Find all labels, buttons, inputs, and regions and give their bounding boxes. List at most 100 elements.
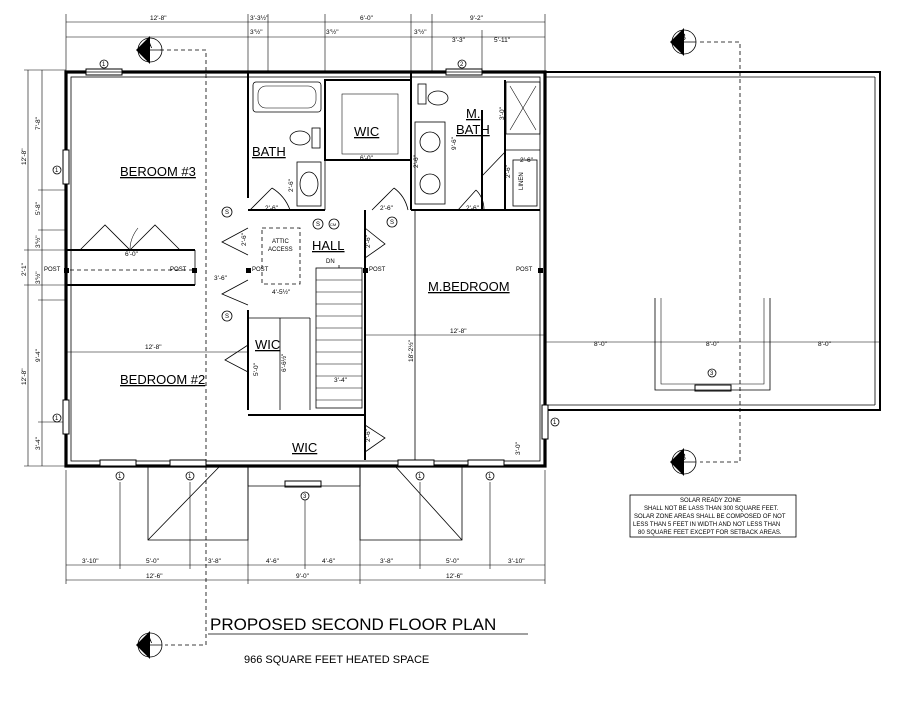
title-block: PROPOSED SECOND FLOOR PLAN 966 SQUARE FE… <box>208 615 528 666</box>
stair-down-label: DN <box>326 259 335 265</box>
door-swings <box>79 151 506 453</box>
room-m-bath-2: BATH <box>456 122 490 137</box>
interior-dimensions: 6'-0" 12'-8" 2'-6" 2'-6" 2'-6" 2'-6" 2'-… <box>125 106 880 455</box>
window-tag: 1 <box>488 474 492 480</box>
dim-left-d: 3'½" <box>34 235 42 248</box>
drawing-subtitle: 966 SQUARE FEET HEATED SPACE <box>244 654 429 666</box>
windows <box>62 68 732 488</box>
dim: 2'-6" <box>241 232 248 246</box>
dim-top-d: 3'½" <box>326 28 339 36</box>
dim: 12'-6" <box>146 573 163 580</box>
dim: 8'-0" <box>594 341 608 348</box>
dim: 2'-6" <box>413 154 420 168</box>
dim: 12'-6" <box>446 573 463 580</box>
dim: 12'-8" <box>145 344 162 351</box>
window-tag: 1 <box>118 474 122 480</box>
room-wic-top: WIC <box>354 124 379 139</box>
window-tag: 2 <box>460 62 464 68</box>
dim: 12'-8" <box>450 328 467 335</box>
room-hall: HALL <box>312 238 345 253</box>
post-label: POST <box>516 267 533 273</box>
dim: 2'-6" <box>505 164 512 178</box>
window-tag: 1 <box>418 474 422 480</box>
section-marker-b-top: B <box>670 28 697 56</box>
window-tag: 1 <box>553 420 557 426</box>
drawing-title: PROPOSED SECOND FLOOR PLAN <box>210 615 496 634</box>
smoke-detector-icon: S <box>316 222 320 228</box>
window-tag: 3 <box>710 371 714 377</box>
smoke-detector-icon: S <box>225 210 229 216</box>
dim-left-f: 3'½" <box>34 271 42 284</box>
window-tag: 3 <box>303 494 307 500</box>
dim-left-a: 7'-8" <box>35 116 42 130</box>
smoke-detector-icon: S <box>225 314 229 320</box>
stair-treads <box>316 279 362 401</box>
room-m-bath-1: M. <box>466 106 480 121</box>
solar-ready-note: SOLAR READY ZONE SHALL NOT BE LASS THAN … <box>629 494 797 538</box>
post-label: POST <box>44 267 61 273</box>
post-label: POST <box>170 267 187 273</box>
dim-left-e: 2'-1" <box>21 262 28 276</box>
dim: 3'-0" <box>499 106 506 120</box>
dim: 4'-6" <box>266 558 280 565</box>
solar-note-line: LESS THAN 5 FEET IN WIDTH AND NOT LESS T… <box>633 522 780 528</box>
dim: 4'-5½" <box>272 288 291 296</box>
dim: 3'-10" <box>508 558 525 565</box>
solar-note-line: SOLAR ZONE AREAS SHALL BE COMPOSED OF NO… <box>634 514 786 520</box>
left-dimensions: 12'-8" 7'-8" 5'-8" 3'½" 2'-1" 3'½" 9'-4"… <box>21 69 66 467</box>
dim: 8'-0" <box>706 341 720 348</box>
dim-left-h: 12'-8" <box>21 368 28 385</box>
dim: 6'-0" <box>125 251 139 258</box>
dim: 5'-0" <box>146 558 160 565</box>
smoke-detector-icon: S <box>390 220 394 226</box>
post-label: POST <box>252 267 269 273</box>
co-detector-icon: CM <box>330 222 336 227</box>
dim: 2'-6" <box>380 205 394 212</box>
room-wic-mid: WIC <box>255 337 280 352</box>
linen-label: LINEN <box>519 172 525 190</box>
attic-label-1: ATTIC <box>272 239 290 245</box>
dim: 9'-0" <box>296 573 310 580</box>
section-marker-b-bottom: B <box>670 448 697 476</box>
window-tag: 1 <box>102 62 106 68</box>
dim-top-g: 9'-2" <box>470 15 484 22</box>
section-marker-a-top: A <box>136 36 163 64</box>
room-bath: BATH <box>252 144 286 159</box>
bottom-dimensions: 3'-10" 5'-0" 3'-8" 4'-6" 4'-6" 3'-8" 5'-… <box>65 470 546 584</box>
dim-top-a: 12'-8" <box>150 15 167 22</box>
attic-label-2: ACCESS <box>268 247 293 253</box>
dim: 2'-6" <box>288 178 295 192</box>
post-label: POST <box>369 267 386 273</box>
dim: 9'-6" <box>451 136 458 150</box>
room-bedroom-2: BEDROOM #2 <box>120 372 205 387</box>
smoke-detectors: S S S CM S <box>221 206 398 322</box>
window-tags: 1 2 1 1 1 1 3 1 1 1 3 <box>52 59 717 501</box>
dim: 3'-0" <box>515 441 522 455</box>
section-marker-a-bottom: A <box>136 631 163 659</box>
dim-top-c: 3'½" <box>250 28 263 36</box>
dim-top-i: 5'-11" <box>494 37 511 44</box>
dim-top-f: 3'½" <box>414 28 427 36</box>
dim-top-h: 3'-3" <box>452 37 466 44</box>
dim: 6'-0" <box>360 155 374 162</box>
dim: 6'-6½" <box>280 353 288 372</box>
room-wic-bottom: WIC <box>292 440 317 455</box>
dim: 8'-0" <box>818 341 832 348</box>
room-master-bedroom: M.BEDROOM <box>428 279 510 294</box>
solar-note-line: SHALL NOT BE LASS THAN 300 SQUARE FEET. <box>644 506 779 512</box>
section-label-b: B <box>680 452 686 462</box>
top-dimensions: 12'-8" 3'-3½" 3'½" 3'½" 6'-0" 3'½" 9'-2"… <box>65 14 546 72</box>
dim-left-c: 5'-8" <box>35 201 42 215</box>
dim: 2'-6" <box>520 157 534 164</box>
dim: 18'-2½" <box>407 339 415 362</box>
room-bedroom-3: BEROOM #3 <box>120 164 196 179</box>
solar-note-line: 80 SQUARE FEET EXCEPT FOR SETBACK AREAS. <box>638 530 782 536</box>
window-tag: 1 <box>55 416 59 422</box>
section-label-a: A <box>146 635 152 645</box>
dim: 3'-10" <box>82 558 99 565</box>
dim: 4'-6" <box>322 558 336 565</box>
dim-top-e: 6'-0" <box>360 15 374 22</box>
section-cut-lines <box>160 41 741 646</box>
window-tag: 1 <box>55 168 59 174</box>
